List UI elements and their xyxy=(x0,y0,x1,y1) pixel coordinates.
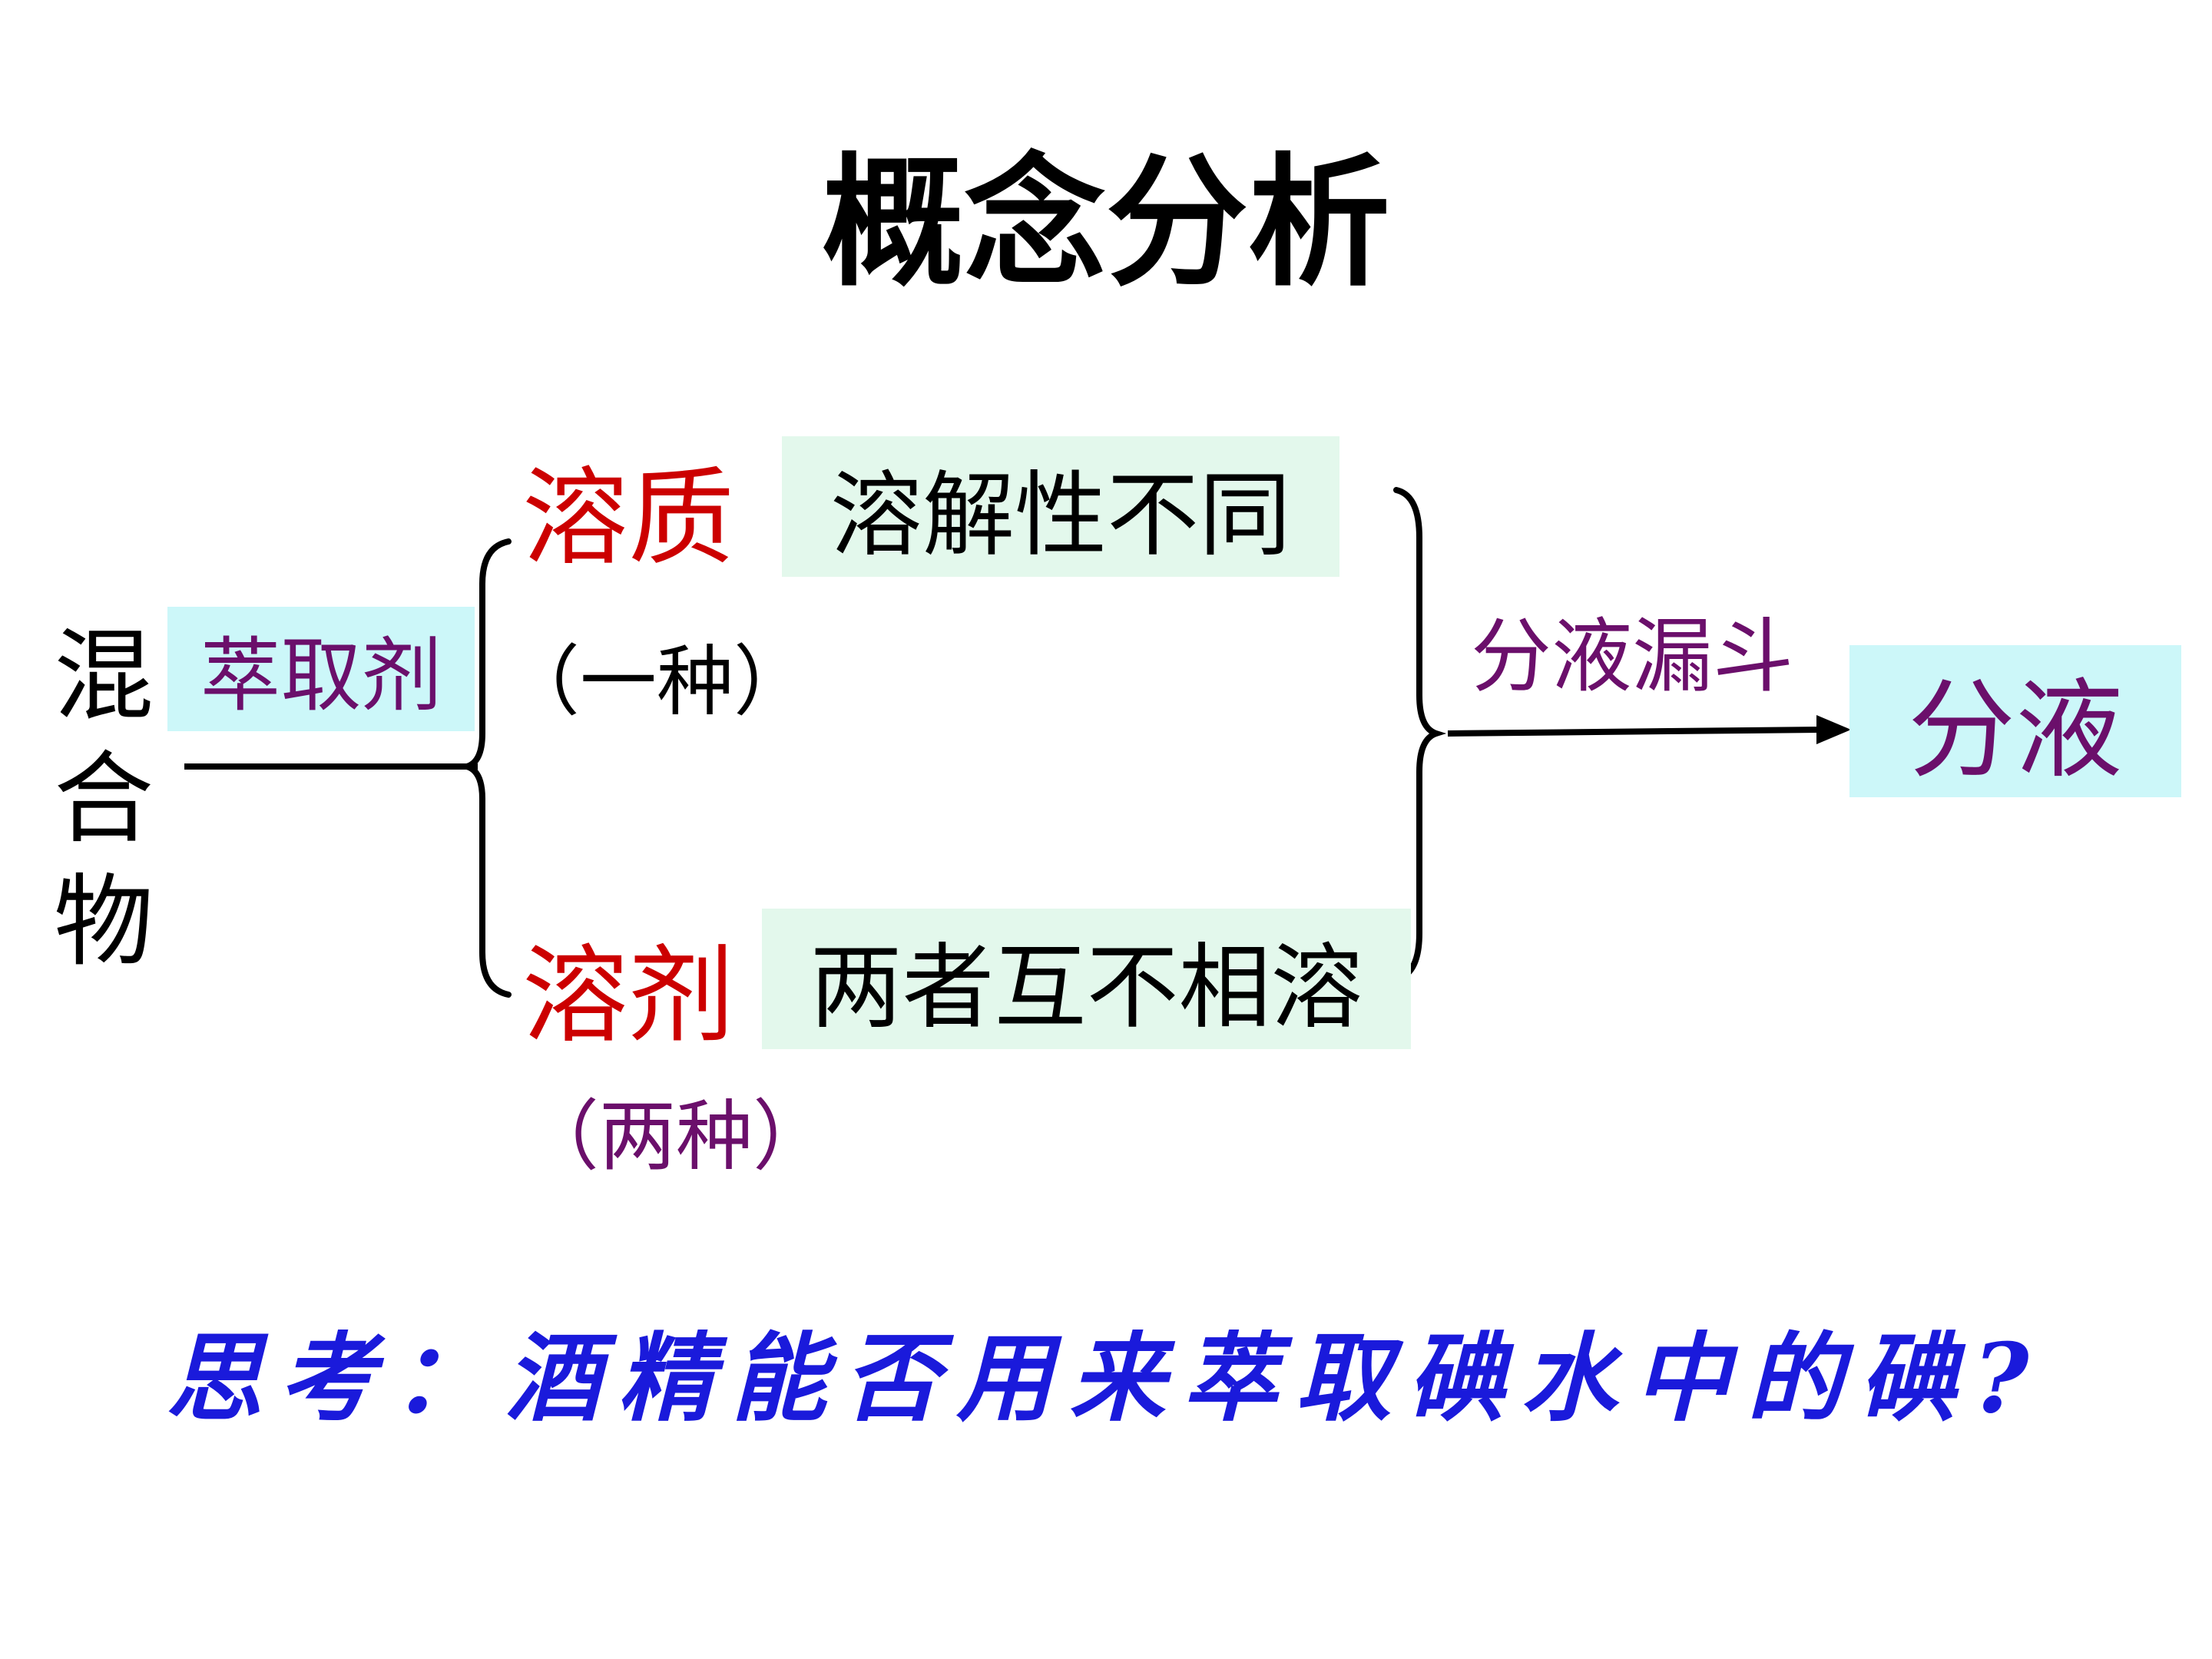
result-label: 分液 xyxy=(1907,668,2123,793)
page-title: 概念分析 xyxy=(822,140,1390,306)
mixture-label: 混 合 物 xyxy=(53,618,154,980)
left-brace xyxy=(456,538,512,998)
extractant-box: 萃取剂 xyxy=(167,607,475,731)
arrow-label: 分液漏斗 xyxy=(1471,610,1794,704)
right-brace xyxy=(1393,487,1447,982)
solute-count-note: （一种） xyxy=(503,637,810,727)
solvent-condition: 两者互不相溶 xyxy=(810,934,1363,1041)
solvent-count-note: （两种） xyxy=(522,1091,830,1181)
solute-condition-box: 溶解性不同 xyxy=(782,436,1339,577)
arrow-line xyxy=(1447,727,1821,737)
extractant-label: 萃取剂 xyxy=(200,629,442,723)
result-box: 分液 xyxy=(1849,645,2181,797)
solute-label: 溶质 xyxy=(522,456,735,580)
solute-condition: 溶解性不同 xyxy=(830,462,1291,569)
solvent-condition-box: 两者互不相溶 xyxy=(762,909,1411,1049)
question-text: 思考：酒精能否用来萃取碘水中的碘? xyxy=(166,1323,2046,1435)
arrow-head xyxy=(1816,715,1851,744)
solvent-label: 溶剂 xyxy=(522,934,735,1058)
